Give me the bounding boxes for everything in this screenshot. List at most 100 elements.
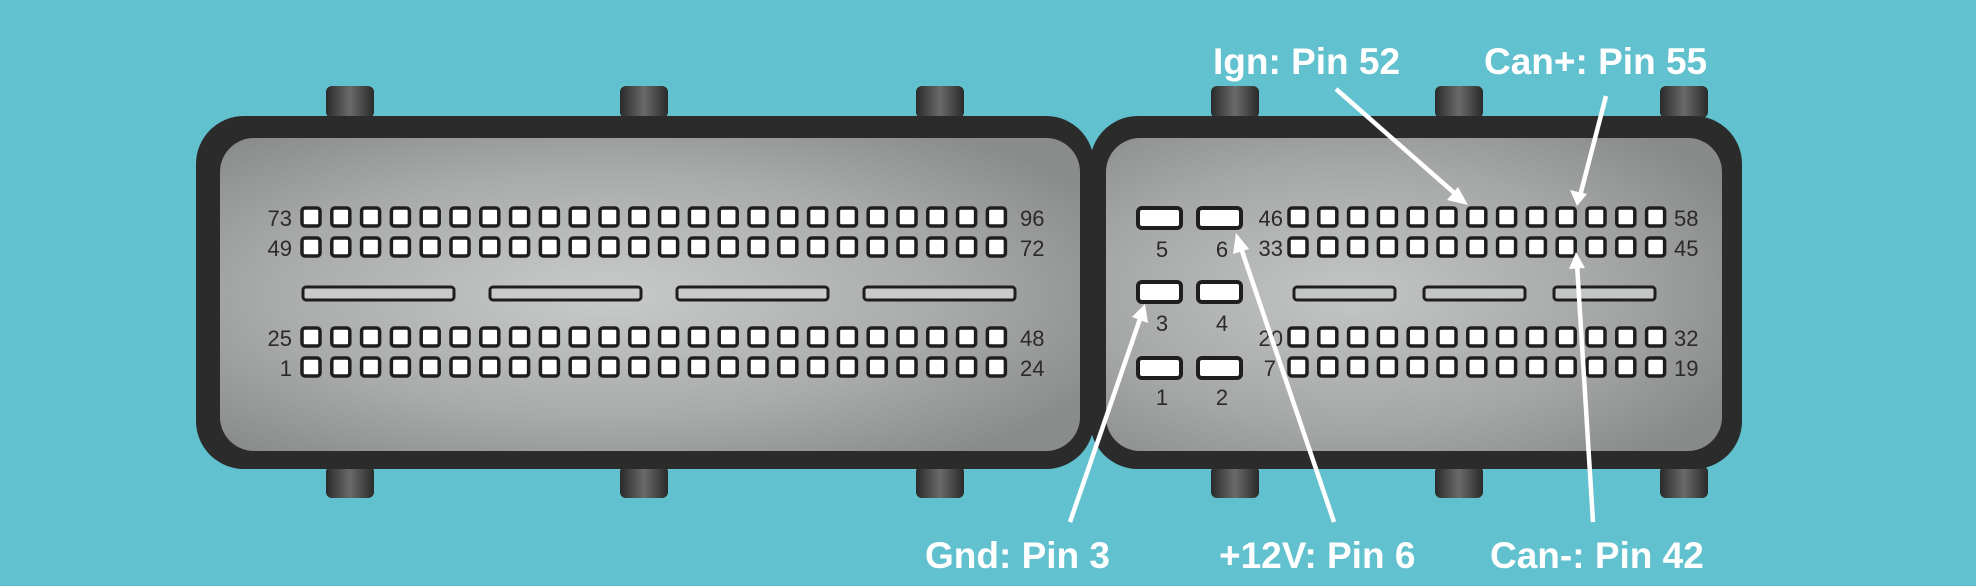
pin — [1287, 326, 1309, 348]
pin — [1287, 356, 1309, 378]
pin — [419, 236, 441, 258]
pin — [806, 236, 829, 258]
pin — [806, 206, 829, 228]
pin — [479, 356, 501, 378]
right-slots — [1292, 285, 1657, 302]
pin — [300, 236, 322, 258]
mounting-tab — [620, 466, 668, 498]
arrowhead — [1570, 190, 1587, 206]
pin — [896, 206, 918, 228]
pin — [598, 236, 620, 258]
pin — [926, 326, 948, 348]
pin — [538, 356, 561, 378]
pin — [1466, 206, 1488, 228]
pin — [419, 356, 441, 378]
power-pin-label: 1 — [1156, 385, 1168, 410]
row-label-start: 25 — [268, 326, 292, 351]
pin — [955, 236, 978, 258]
pin — [538, 236, 561, 258]
arrowhead — [1132, 304, 1148, 323]
pin — [1436, 326, 1458, 348]
pin — [777, 326, 799, 348]
callout-12v: +12V: Pin 6 — [1219, 535, 1415, 576]
power-pin-label: 3 — [1156, 311, 1168, 336]
pin — [687, 206, 710, 228]
pin — [389, 206, 412, 228]
pin — [1644, 236, 1667, 258]
pin — [926, 236, 948, 258]
pin — [866, 326, 888, 348]
mounting-tab — [326, 86, 374, 118]
callout-can-minus: Can-: Pin 42 — [1490, 535, 1704, 576]
pin — [359, 356, 382, 378]
pin — [1376, 236, 1399, 258]
pin — [300, 206, 322, 228]
pin — [330, 206, 352, 228]
pin — [687, 236, 710, 258]
arrow-gnd — [1067, 315, 1144, 523]
pin — [1406, 206, 1428, 228]
pin — [389, 236, 412, 258]
mounting-tab — [916, 466, 964, 498]
pin — [628, 236, 650, 258]
slot — [1422, 285, 1527, 302]
pin — [1436, 356, 1458, 378]
pin — [657, 206, 680, 228]
pin — [866, 356, 888, 378]
pin — [777, 236, 799, 258]
pin — [1525, 326, 1548, 348]
mounting-tab — [326, 466, 374, 498]
pin — [1495, 206, 1518, 228]
pin — [1436, 236, 1458, 258]
right-pin-grid — [1287, 206, 1667, 378]
arrow-12v — [1237, 244, 1337, 523]
pin — [330, 236, 352, 258]
pin — [747, 236, 769, 258]
pin — [1644, 206, 1667, 228]
mounting-tab — [1211, 86, 1259, 118]
pin — [747, 356, 769, 378]
pin — [1376, 356, 1399, 378]
pin — [1644, 356, 1667, 378]
pin — [330, 326, 352, 348]
callout-ign: Ign: Pin 52 — [1213, 41, 1400, 82]
pin — [717, 236, 739, 258]
pin — [419, 326, 441, 348]
pin — [300, 326, 322, 348]
pin — [657, 326, 680, 348]
pin — [657, 236, 680, 258]
power-pin-6 — [1196, 206, 1243, 230]
left-row-labels: 73 49 25 1 96 72 48 24 — [268, 206, 1045, 381]
pin — [1525, 236, 1548, 258]
pin — [1287, 206, 1309, 228]
pin — [508, 236, 531, 258]
pin — [985, 236, 1008, 258]
callout-arrows — [1067, 87, 1609, 523]
pin — [628, 356, 650, 378]
pin — [1585, 206, 1607, 228]
pin — [508, 206, 531, 228]
slot — [301, 285, 456, 302]
slot — [1552, 285, 1657, 302]
pin — [1615, 206, 1637, 228]
pin — [896, 356, 918, 378]
pin — [926, 356, 948, 378]
arrowhead — [1447, 187, 1468, 205]
row-label-start: 73 — [268, 206, 292, 231]
pin — [1317, 236, 1339, 258]
row-label-start: 49 — [268, 236, 292, 261]
row-label-end: 45 — [1674, 236, 1698, 261]
pin — [449, 326, 471, 348]
arrow-can-minus — [1574, 263, 1596, 523]
pin — [330, 356, 352, 378]
pin — [985, 326, 1008, 348]
pin — [657, 356, 680, 378]
pin — [508, 356, 531, 378]
callout-can-plus: Can+: Pin 55 — [1484, 41, 1707, 82]
pin — [687, 326, 710, 348]
pin — [1615, 356, 1637, 378]
pin — [1585, 326, 1607, 348]
power-pin-block: 5 6 3 4 1 2 — [1136, 206, 1243, 410]
pin — [479, 206, 501, 228]
